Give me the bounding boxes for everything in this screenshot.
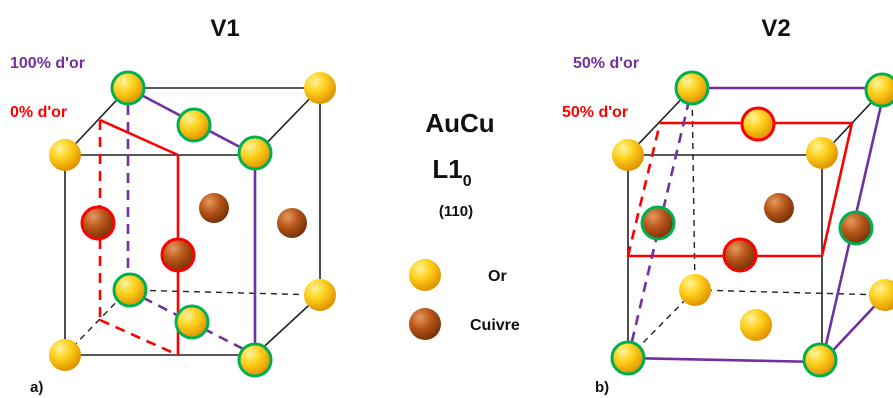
v1-copper-atom [277,208,307,238]
v1-gold-atom-purple-plane [110,70,146,106]
v1-red-plane-label: 0% d'or [10,104,67,121]
v2-gold-atom [612,139,644,171]
panel-label-a: a) [30,379,43,396]
panel-label-b: b) [595,379,609,396]
v2-gold-atom-purple-plane [802,342,838,378]
v2-red-plane-label: 50% d'or [562,104,628,121]
v2-gold-atom [679,274,711,306]
v1-copper-atom [199,193,229,223]
v2-gold-atom [806,137,838,169]
structure-subscript: 0 [463,173,472,190]
v2-copper-atom-red-plane [722,237,758,273]
legend-copper-swatch [409,308,441,340]
v1-gold-atom-purple-plane [112,272,148,308]
v2-gold-atom [740,309,772,341]
v2-gold-atom-purple-plane [610,340,646,376]
v1-gold-atom-purple-plane [237,135,273,171]
v1-gold-atom-purple-plane [174,304,210,340]
legend-copper-label: Cuivre [470,317,520,334]
v2-copper-atom-purple-plane [640,205,676,241]
v1-gold-atom-corner [49,139,81,171]
v1-copper-atom-red-plane [160,237,196,273]
legend: Or Cuivre [409,259,520,340]
v2-copper-atom [764,193,794,223]
v2-atoms [610,70,893,378]
v1-atoms [49,70,336,378]
v2-gold-atom [869,279,893,311]
v1-gold-atom-corner [49,339,81,371]
v1-gold-atom-purple-plane [237,342,273,378]
v2-gold-atom-purple-plane [864,72,893,108]
panel-v1: 100% d'or 0% d'or a) [10,55,336,396]
panel-v2: 50% d'or 50% d'or b) [562,55,893,396]
structure-name: L10 [432,154,471,190]
v1-gold-atom-corner [304,72,336,104]
structure-main: L1 [432,154,462,184]
legend-gold-swatch [409,259,441,291]
v1-gold-atom-corner [304,279,336,311]
v1-copper-atom-red-plane [80,205,116,241]
legend-gold-label: Or [488,268,507,285]
v2-red-plane [626,121,854,258]
v2-copper-atom-purple-plane [838,210,874,246]
v2-gold-atom-purple-plane [674,70,710,106]
v2-purple-plane-label: 50% d'or [573,55,639,72]
plane-index: (110) [439,203,473,220]
title-v1: V1 [210,15,239,42]
compound-name: AuCu [425,108,494,138]
v1-gold-atom-purple-plane [176,107,212,143]
title-v2: V2 [761,15,790,42]
v1-purple-plane-label: 100% d'or [10,55,85,72]
v2-gold-atom-red-plane [740,106,776,142]
center-info: AuCu L10 (110) Or Cuivre [409,108,520,340]
